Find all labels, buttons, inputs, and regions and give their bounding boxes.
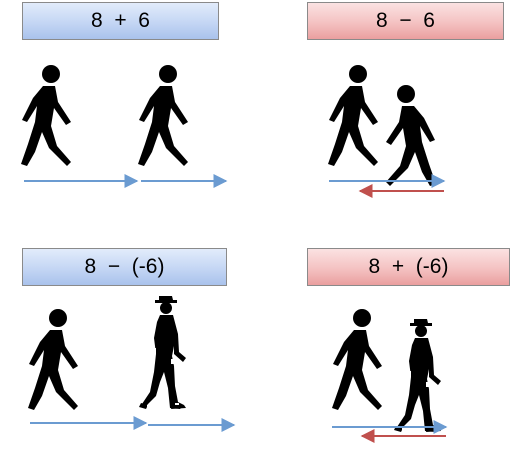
panel-8-minus-negative-6 <box>28 296 236 432</box>
panel-8-plus-6 <box>21 65 228 188</box>
expression-text: 8 − (-6) <box>84 255 165 278</box>
panel-8-minus-6 <box>328 65 446 198</box>
walking-person-icon <box>21 65 71 166</box>
walking-person-icon <box>386 85 436 186</box>
expression-text: 8 + 6 <box>91 9 150 32</box>
panel-8-plus-negative-6 <box>332 309 448 443</box>
expression-box-8-plus-6: 8 + 6 <box>22 2 219 40</box>
expression-text: 8 − 6 <box>376 9 435 32</box>
walking-person-icon <box>332 309 382 410</box>
walking-person-icon <box>328 65 378 166</box>
walking-person-icon <box>28 309 78 410</box>
expression-box-8-plus-negative-6: 8 + (-6) <box>307 248 510 286</box>
moonwalking-person-icon <box>139 296 186 409</box>
expression-box-8-minus-6: 8 − 6 <box>307 2 504 40</box>
expression-text: 8 + (-6) <box>368 255 449 278</box>
expression-box-8-minus-negative-6: 8 − (-6) <box>22 248 227 286</box>
moonwalking-person-icon <box>394 319 441 432</box>
walking-person-icon <box>138 65 188 166</box>
